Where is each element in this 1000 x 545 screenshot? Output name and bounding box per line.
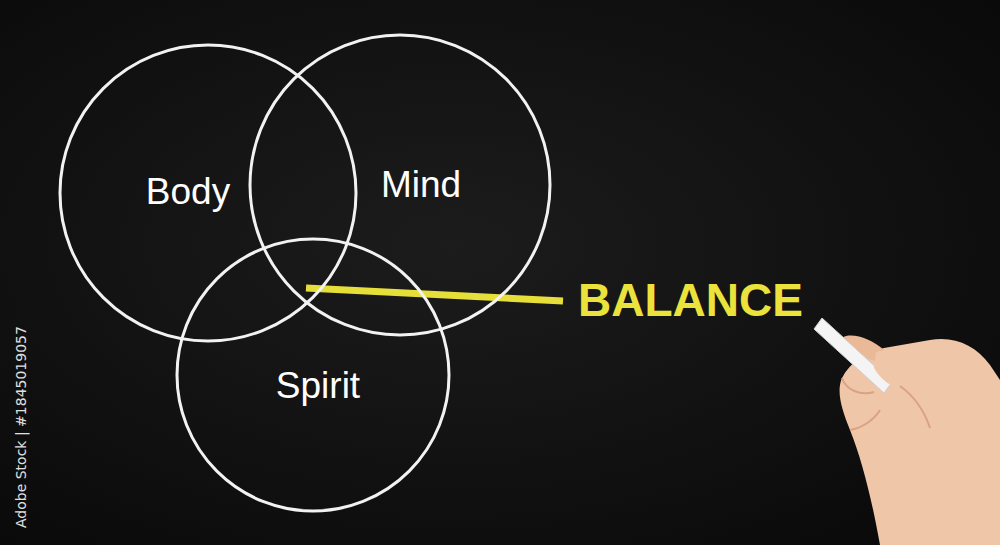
circle-label: Spirit [276,366,360,407]
balance-label: BALANCE [578,277,803,323]
circle-node: Mind [248,33,552,337]
leader-line [306,288,563,301]
circle-stroke [60,45,356,341]
circle-node: Spirit [175,237,451,513]
hand-with-chalk [814,318,1000,545]
circle-label: Body [146,172,230,213]
circle-stroke [250,35,550,335]
watermark: Adobe Stock | #1845019057 [14,326,28,528]
circle-label: Mind [381,165,461,206]
circle-node: Body [58,43,358,343]
circle-stroke [177,239,449,511]
